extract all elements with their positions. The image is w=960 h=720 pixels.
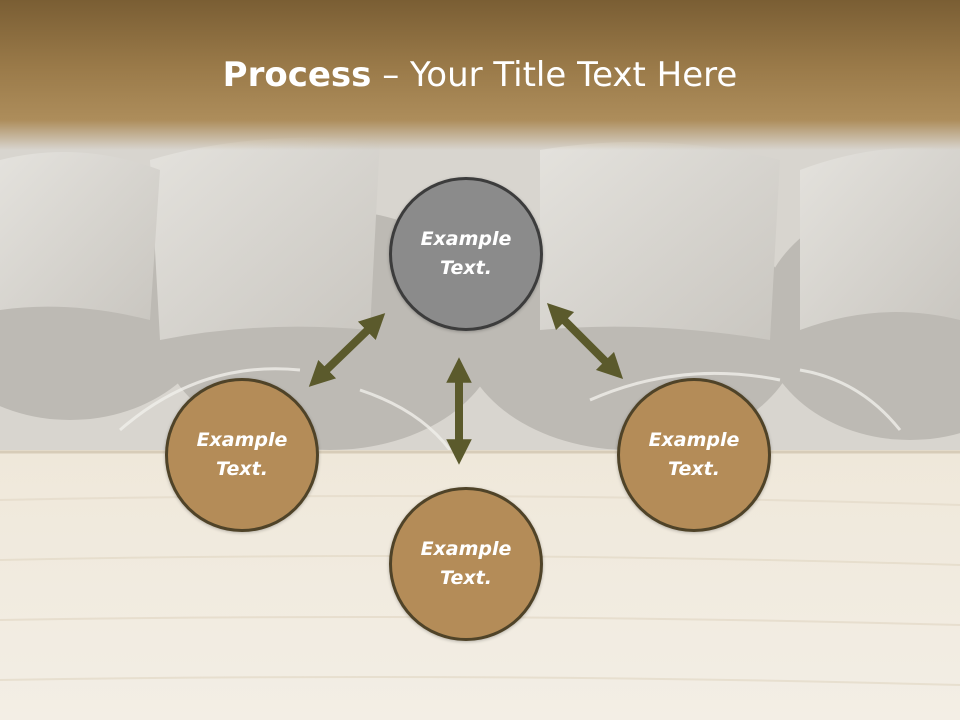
process-node-bottom: Example Text. <box>389 487 543 641</box>
process-node-top: Example Text. <box>389 177 543 331</box>
arrow-top-right <box>546 302 624 380</box>
title-dash: – <box>371 55 411 95</box>
title-rest: Your Title Text Here <box>410 55 738 95</box>
process-node-right: Example Text. <box>617 378 771 532</box>
process-node-left-label: Example Text. <box>196 429 288 480</box>
slide-title: Process – Your Title Text Here <box>0 52 960 98</box>
title-band <box>0 0 960 150</box>
process-node-top-label: Example Text. <box>420 228 512 279</box>
process-node-bottom-label: Example Text. <box>420 538 512 589</box>
process-node-left: Example Text. <box>165 378 319 532</box>
process-node-right-label: Example Text. <box>648 429 740 480</box>
arrow-top-left <box>308 313 386 387</box>
title-bold: Process <box>222 55 372 95</box>
